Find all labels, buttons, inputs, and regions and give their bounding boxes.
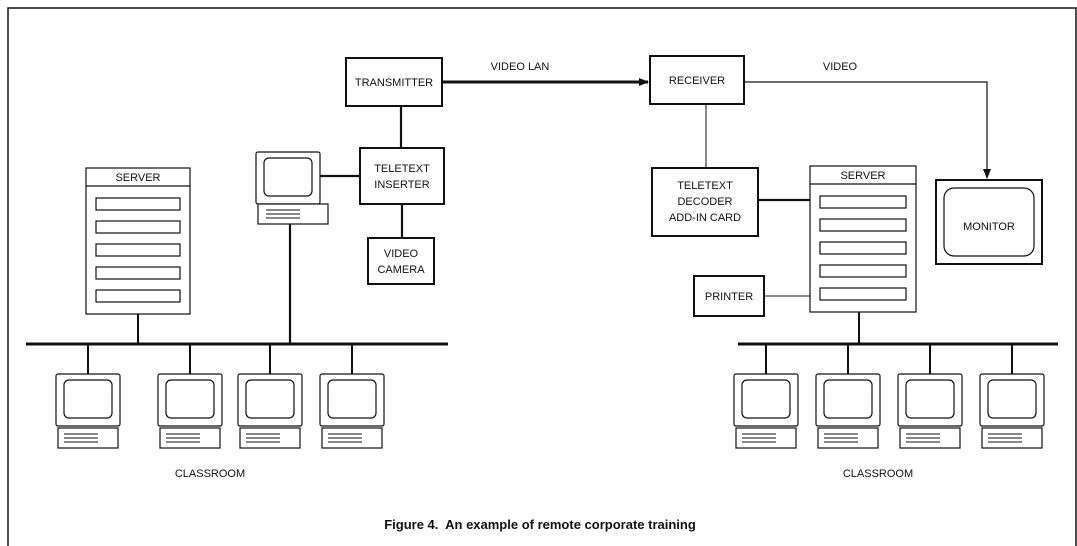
classroom-left-label: CLASSROOM <box>175 468 245 480</box>
video-camera-box: VIDEO CAMERA <box>367 237 435 285</box>
video-camera-label-1: VIDEO <box>384 248 419 260</box>
server-right: SERVER <box>809 165 917 313</box>
teletext-decoder-box: TELETEXT DECODER ADD-IN CARD <box>651 167 759 237</box>
classroom-right-label: CLASSROOM <box>843 468 913 480</box>
teletext-inserter-label-1: TELETEXT <box>374 163 430 175</box>
transmitter-box: TRANSMITTER <box>345 57 443 107</box>
figure-caption: Figure 4. An example of remote corporate… <box>384 517 696 532</box>
classroom-right-pc-1 <box>733 373 799 449</box>
receiver-box: RECEIVER <box>649 55 745 105</box>
transmitter-label: TRANSMITTER <box>355 77 433 89</box>
classroom-right-pc-4 <box>979 373 1045 449</box>
classroom-left-pc-2 <box>157 373 223 449</box>
server-right-label: SERVER <box>840 170 885 182</box>
video-link: VIDEO <box>744 61 991 179</box>
teletext-inserter-box: TELETEXT INSERTER <box>359 147 445 205</box>
video-lan-link: VIDEO LAN <box>442 61 649 86</box>
classroom-right-pc-2 <box>815 373 881 449</box>
video-camera-label-2: CAMERA <box>377 264 425 276</box>
teletext-inserter-label-2: INSERTER <box>374 179 429 191</box>
printer-box: PRINTER <box>693 275 765 317</box>
receiver-label: RECEIVER <box>669 75 725 87</box>
monitor: MONITOR <box>935 179 1043 265</box>
video-label: VIDEO <box>823 61 858 73</box>
monitor-label: MONITOR <box>963 221 1015 233</box>
server-left: SERVER <box>85 167 191 315</box>
classroom-left-pc-4 <box>319 373 385 449</box>
figure-frame <box>7 7 1077 546</box>
server-left-label: SERVER <box>115 172 160 184</box>
printer-label: PRINTER <box>705 291 753 303</box>
video-lan-label: VIDEO LAN <box>491 61 550 73</box>
authoring-workstation <box>255 151 329 225</box>
teletext-decoder-label-3: ADD-IN CARD <box>669 212 741 224</box>
teletext-decoder-label-1: TELETEXT <box>677 180 733 192</box>
classroom-left-pc-1 <box>55 373 121 449</box>
teletext-decoder-label-2: DECODER <box>677 196 732 208</box>
classroom-left-pc-3 <box>237 373 303 449</box>
classroom-right-pc-3 <box>897 373 963 449</box>
